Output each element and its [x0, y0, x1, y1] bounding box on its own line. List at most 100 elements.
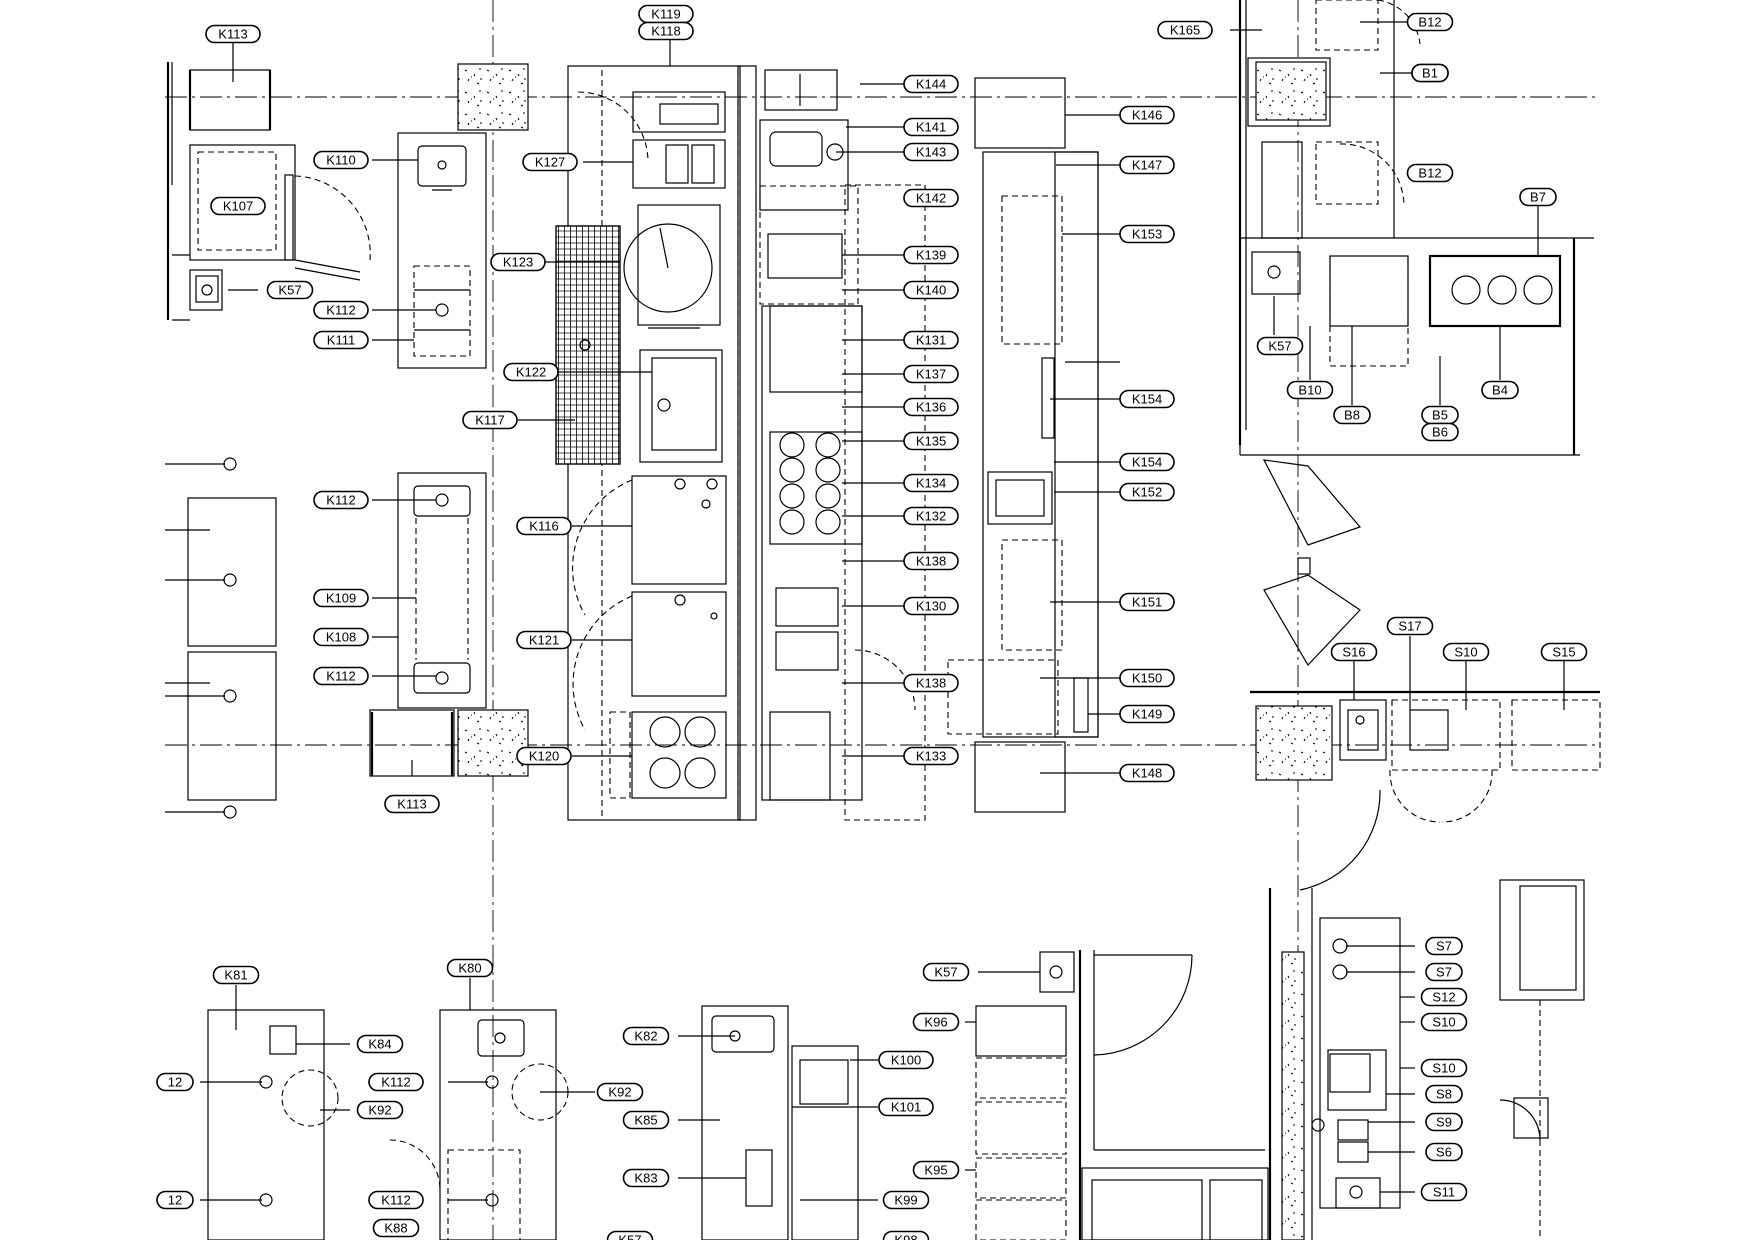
equipment-tag: K116 [516, 516, 572, 536]
equipment-tag: K118 [638, 21, 694, 41]
tag-label: K57 [934, 965, 957, 980]
equipment-tag: K100 [878, 1050, 934, 1070]
tag-capsule [1333, 405, 1371, 425]
tag-capsule [1421, 422, 1459, 442]
equipment-tags: K113K119K118K165B12B1K110K107K57K127K144… [156, 4, 1588, 1240]
tag-capsule [903, 364, 959, 384]
tag-label: K95 [924, 1163, 947, 1178]
tag-label: S8 [1436, 1087, 1452, 1102]
tag-label: K127 [535, 155, 565, 170]
equipment-tag: K112 [313, 300, 369, 320]
tag-label: K92 [608, 1085, 631, 1100]
equipment-tag: K81 [212, 965, 260, 985]
equipment-tag: S8 [1425, 1084, 1463, 1104]
tag-capsule [372, 1218, 420, 1238]
tag-capsule [903, 473, 959, 493]
tag-label: K138 [916, 554, 946, 569]
tag-capsule [638, 21, 694, 41]
equipment-tag: K92 [356, 1100, 404, 1120]
equipment-tag: K141 [903, 117, 959, 137]
tag-capsule [1425, 1142, 1463, 1162]
tag-capsule [1420, 1058, 1468, 1078]
equipment-tag: K154 [1119, 389, 1175, 409]
equipment-tag: K152 [1119, 482, 1175, 502]
tag-capsule [903, 142, 959, 162]
equipment-tag: K85 [622, 1110, 670, 1130]
tag-label: K112 [381, 1075, 410, 1090]
tag-label: K144 [916, 77, 946, 92]
tag-label: K136 [916, 400, 946, 415]
outlet-icon [259, 1193, 273, 1207]
equipment-tag: K150 [1119, 668, 1175, 688]
tag-capsule [903, 551, 959, 571]
tag-label: K84 [368, 1037, 391, 1052]
equipment-tag: K149 [1119, 704, 1175, 724]
tag-label: K101 [891, 1100, 921, 1115]
equipment-tag: K99 [882, 1190, 930, 1210]
tag-capsule [1540, 642, 1588, 662]
tag-label: K85 [634, 1113, 657, 1128]
tag-label: S7 [1436, 939, 1452, 954]
valve-icon [1332, 938, 1348, 954]
tag-label: K153 [1132, 227, 1162, 242]
equipment-tag: K113 [384, 794, 440, 814]
tag-capsule [903, 330, 959, 350]
tag-label: K123 [503, 255, 533, 270]
equipment-tag: K137 [903, 364, 959, 384]
equipment-tag: K143 [903, 142, 959, 162]
tag-capsule [622, 1168, 670, 1188]
equipment-tag: K112 [313, 666, 369, 686]
tag-label: K57 [278, 283, 301, 298]
tag-label: S10 [1432, 1061, 1455, 1076]
tag-capsule [903, 245, 959, 265]
tag-capsule [912, 1160, 960, 1180]
equipment-tag: K108 [313, 627, 369, 647]
tag-capsule [313, 300, 369, 320]
tag-label: K111 [327, 333, 355, 348]
equipment-tag: K153 [1119, 224, 1175, 244]
tag-label: 12 [168, 1075, 182, 1090]
equipment-tag: K151 [1119, 592, 1175, 612]
tag-label: S7 [1436, 965, 1452, 980]
tag-capsule [1330, 642, 1378, 662]
tag-capsule [1406, 163, 1454, 183]
tag-capsule [1425, 962, 1463, 982]
equipment-tag: B5 [1421, 405, 1459, 425]
equipment-tag: 12 [156, 1072, 194, 1092]
tag-capsule [903, 117, 959, 137]
equipment-tag: K140 [903, 280, 959, 300]
tag-capsule [1119, 763, 1175, 783]
tag-label: K146 [1132, 108, 1162, 123]
tag-label: K135 [916, 434, 946, 449]
tag-capsule [1119, 592, 1175, 612]
tag-label: B8 [1344, 408, 1360, 423]
equipment-tag: K88 [372, 1218, 420, 1238]
equipment-tag: K133 [903, 746, 959, 766]
tag-label: B5 [1432, 408, 1448, 423]
tag-capsule [903, 673, 959, 693]
tag-label: K148 [1132, 766, 1162, 781]
tag-label: B6 [1432, 425, 1448, 440]
tag-label: K82 [634, 1029, 657, 1044]
equipment-tag: K165 [1157, 20, 1213, 40]
equipment-tag: 12 [156, 1190, 194, 1210]
tag-label: K165 [1170, 23, 1200, 38]
equipment-tag: S6 [1425, 1142, 1463, 1162]
leader-lines [165, 21, 1565, 1201]
equipment-tag: K57 [266, 280, 314, 300]
tag-label: K152 [1132, 485, 1162, 500]
outlet-icon [223, 457, 237, 471]
tag-label: K138 [916, 676, 946, 691]
utility-points [223, 457, 1348, 1207]
tag-capsule [212, 965, 260, 985]
tag-label: K118 [651, 24, 680, 39]
equipment-tag: K98 [882, 1230, 930, 1240]
tag-capsule [1386, 616, 1434, 636]
tag-capsule [1119, 155, 1175, 175]
tag-label: 12 [168, 1193, 182, 1208]
tag-label: K113 [218, 27, 247, 42]
tag-label: K81 [224, 968, 247, 983]
tag-capsule [622, 1026, 670, 1046]
equipment-tag: K136 [903, 397, 959, 417]
tag-capsule [462, 410, 518, 430]
